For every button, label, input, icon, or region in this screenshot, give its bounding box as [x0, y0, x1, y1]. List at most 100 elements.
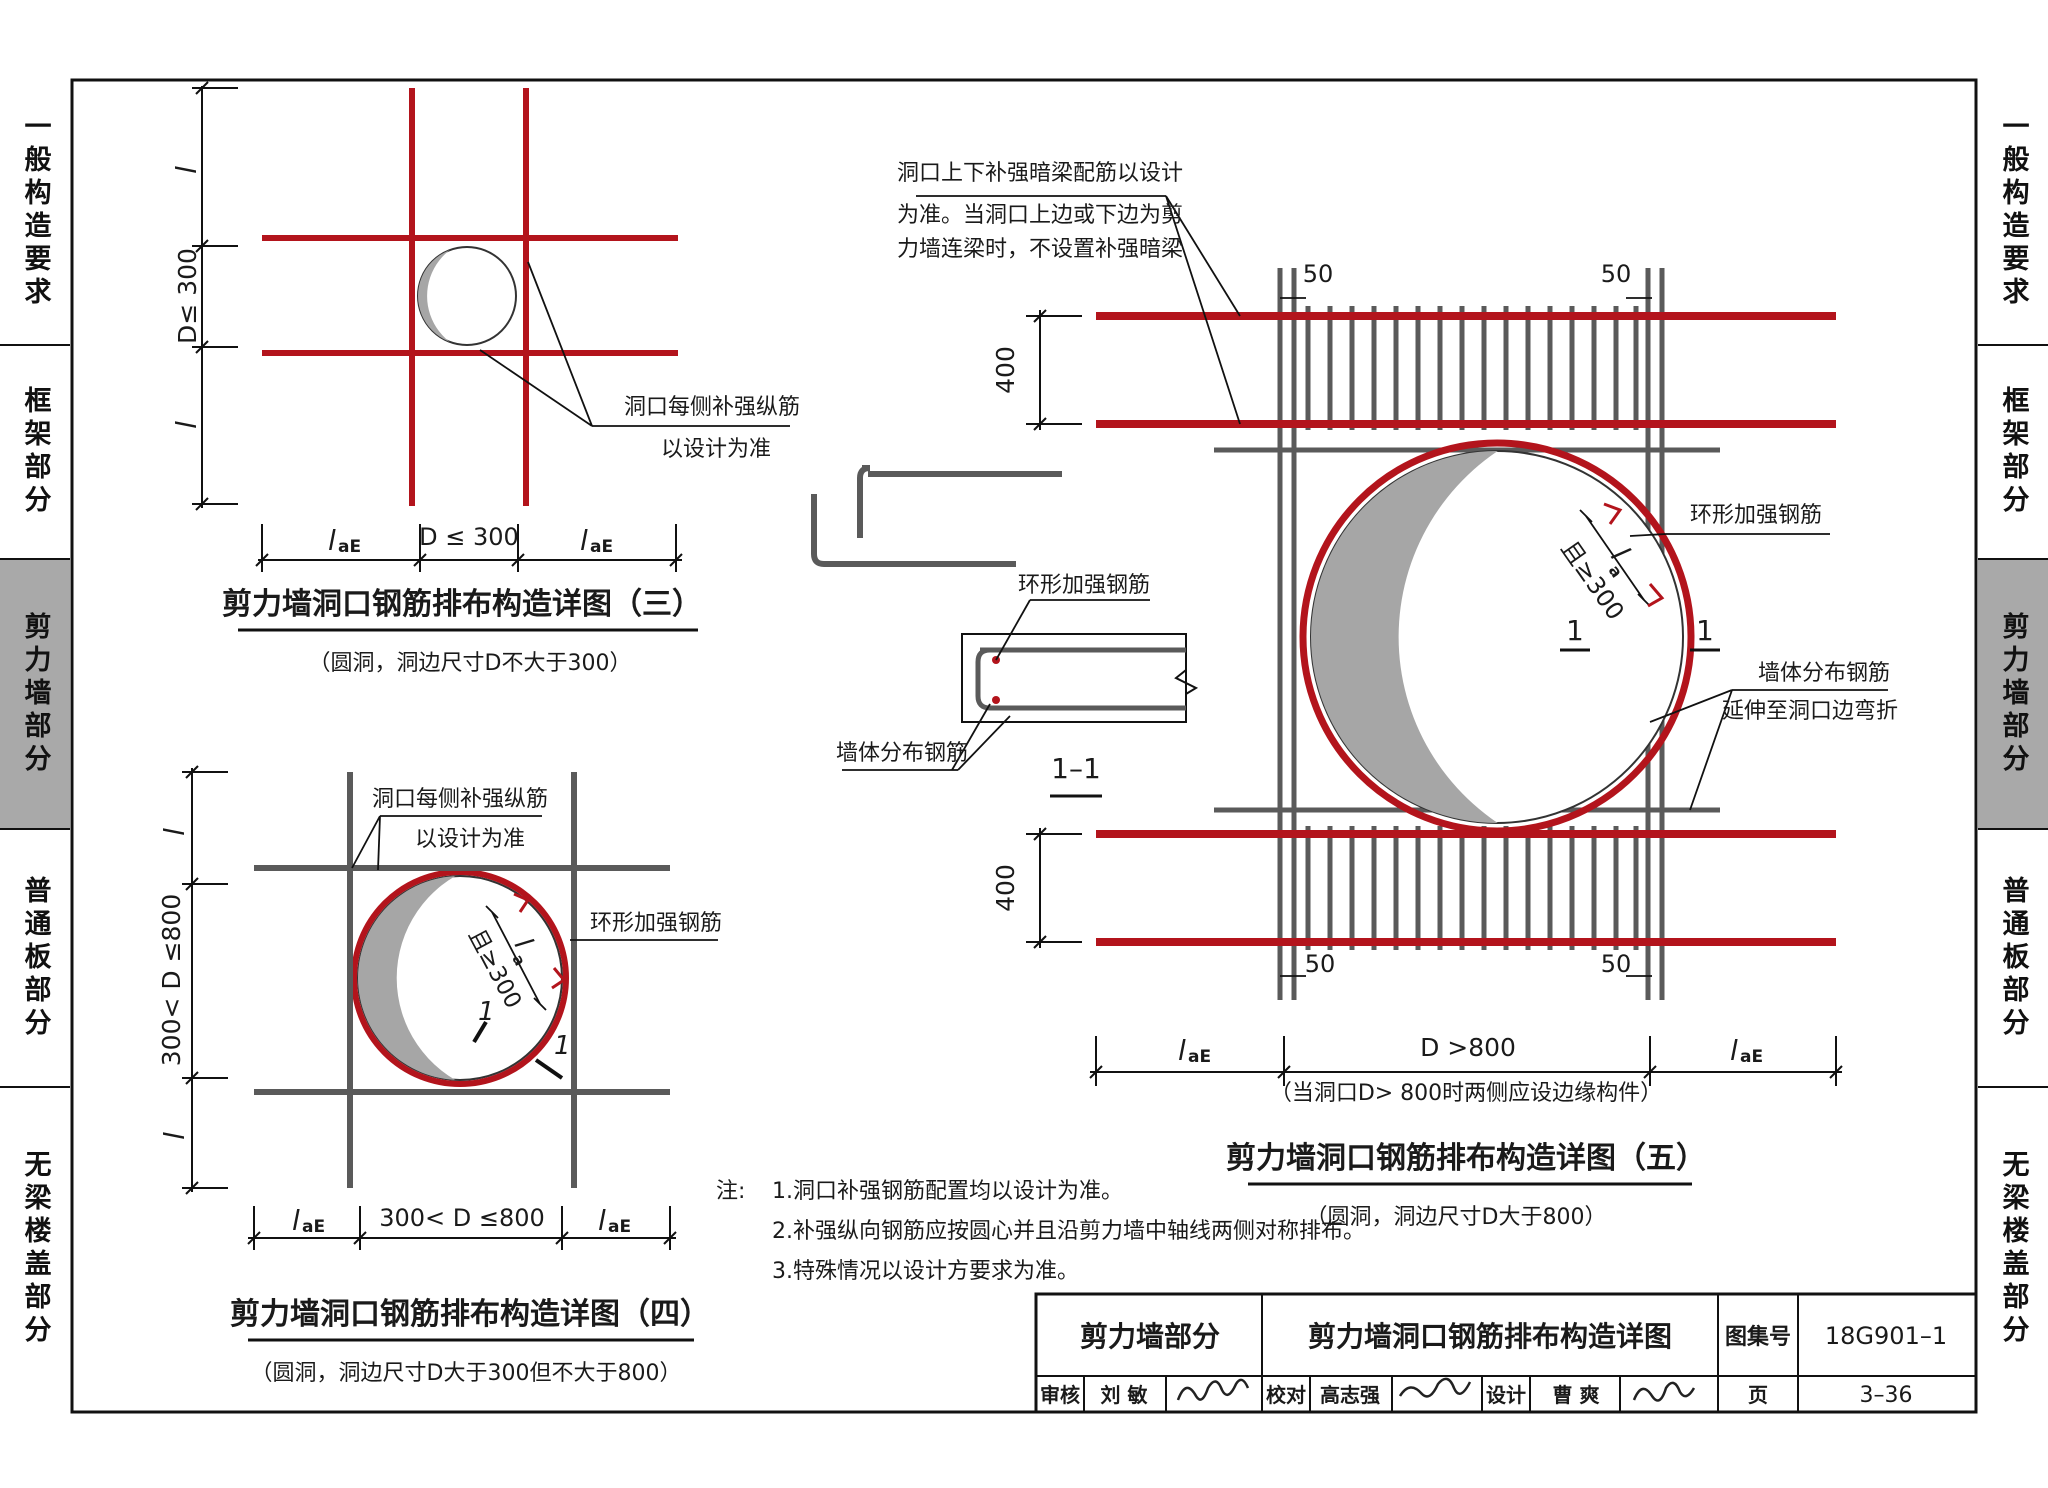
fig4-vert-la-top: l: [158, 828, 191, 836]
fig3-dim-la-right-sub: aE: [590, 537, 613, 557]
section-title: 1–1: [1051, 752, 1101, 785]
fig5-dim-la-left: l: [1178, 1034, 1186, 1067]
fig4-ring-marker-2: [551, 967, 567, 990]
fig5-ring-callout-leader: [1629, 533, 1830, 537]
fig5-dim-50-tr: 50: [1601, 260, 1632, 288]
fig5-stirrups-bottom: [1305, 826, 1639, 950]
tab-frame[interactable]: 框架部分: [19, 386, 51, 518]
fig4-la-dimension: [485, 905, 547, 1011]
fig5-section-mark-left: 1: [1566, 614, 1584, 647]
fig5-dim-d: D >800: [1420, 1033, 1516, 1062]
fig5-dim-400-bottom: 400: [991, 864, 1020, 912]
tb-check-label: 校对: [1266, 1383, 1306, 1407]
tb-reviewer: 刘 敏: [1101, 1383, 1149, 1407]
fig5-dim-50-tl: 50: [1303, 260, 1334, 288]
tb-section: 剪力墙部分: [1080, 1320, 1220, 1353]
fig4-title: 剪力墙洞口钢筋排布构造详图（四）: [230, 1297, 710, 1332]
tab-plain-slab-right[interactable]: 普通板部分: [1997, 875, 2029, 1041]
note-1: 1.洞口补强钢筋配置均以设计为准。: [772, 1179, 1123, 1204]
fig5-la-dimension: [1579, 509, 1651, 607]
fig3-callout-text-2: 以设计为准: [661, 437, 771, 462]
fig5-dim-50-br: 50: [1601, 950, 1632, 978]
tb-atlas-label: 图集号: [1725, 1324, 1791, 1350]
fig4-callout-leader: [351, 815, 718, 941]
tab-frame-right[interactable]: 框架部分: [1997, 386, 2029, 518]
title-block: 剪力墙部分 剪力墙洞口钢筋排布构造详图 图集号 18G901–1 审核 刘 敏 …: [1034, 1292, 1978, 1414]
fig5-dim-la-right: l: [1730, 1034, 1738, 1067]
sheet-frame: [70, 78, 1978, 1414]
tab-general-right[interactable]: 一般构造要求: [1997, 112, 2029, 310]
fig5-ring-marker-2: [1647, 583, 1665, 608]
fig5-top-callout-leader: [916, 195, 1241, 425]
fig5-top-callout-3: 力墙连梁时，不设置补强暗梁: [897, 237, 1183, 262]
tb-page-no: 3–36: [1860, 1383, 1913, 1408]
note-3: 3.特殊情况以设计方要求为准。: [772, 1259, 1079, 1284]
fig4-dim-la-right-sub: aE: [608, 1217, 631, 1237]
fig5-dim-la-right-sub: aE: [1740, 1047, 1763, 1067]
fig5-dim-400-top: 400: [991, 346, 1020, 394]
tab-plain-slab[interactable]: 普通板部分: [19, 875, 51, 1041]
tb-design-label: 设计: [1486, 1383, 1526, 1407]
fig3-horiz-dimension: [255, 524, 683, 572]
fig3-vert-d: D≤ 300: [173, 248, 202, 344]
fig4-dim-la-left-sub: aE: [302, 1217, 325, 1237]
fig5-wall-label-1: 墙体分布钢筋: [1758, 661, 1890, 686]
fig3-vert-dimension: [192, 81, 238, 511]
fig4-hole-shade: [358, 876, 472, 1080]
fig5-title: 剪力墙洞口钢筋排布构造详图（五）: [1226, 1141, 1706, 1176]
fig3-hole-shade: [418, 247, 470, 345]
fig5-subtitle: （圆洞，洞边尺寸D大于800）: [1306, 1205, 1607, 1230]
fig4-horiz-dimension: [247, 1206, 677, 1250]
tb-checker: 高志强: [1320, 1383, 1380, 1407]
fig5-horiz-dimension: [1089, 1036, 1843, 1086]
fig4-section-line-right: [534, 1058, 564, 1080]
fig3-subtitle: （圆洞，洞边尺寸D不大于300）: [309, 651, 632, 676]
section-wall-label: 墙体分布钢筋: [836, 741, 968, 766]
tab-general[interactable]: 一般构造要求: [19, 112, 51, 310]
figure-4: l a 且≥300 1 1 洞口每侧补强纵筋 以设计为准 环形加强钢筋: [157, 765, 722, 1386]
hook-bar: [857, 465, 871, 538]
tb-designer-signature: [1632, 1381, 1696, 1402]
fig5-dim-400: [1026, 309, 1082, 949]
fig5-wall-label-2: 延伸至洞口边弯折: [1722, 699, 1898, 724]
tb-designer: 曹 爽: [1553, 1383, 1600, 1407]
fig5-ring-marker-1: [1603, 502, 1623, 525]
tb-drawing-title: 剪力墙洞口钢筋排布构造详图: [1308, 1320, 1672, 1353]
figure-3: l D≤ 300 l l aE D ≤ 300 l aE 洞口每侧补强纵筋 以设…: [170, 81, 800, 676]
tb-atlas-no: 18G901–1: [1825, 1322, 1947, 1350]
fig4-section-mark-left: 1: [478, 997, 495, 1027]
tab-shear-wall[interactable]: 剪力墙部分: [0, 560, 70, 828]
section-rebar-u: [975, 647, 1186, 711]
fig3-dim-d: D ≤ 300: [419, 523, 519, 551]
fig4-dim-la-right: l: [598, 1204, 606, 1237]
fig4-vert-la-bottom: l: [158, 1132, 191, 1140]
fig5-top-callout-2: 为准。当洞口上边或下边为剪: [897, 203, 1183, 228]
fig5-dim-50-bl: 50: [1305, 950, 1336, 978]
fig5-hole-shade: [1311, 451, 1516, 823]
fig4-ring-marker-1: [513, 892, 531, 913]
fig4-section-mark-right: 1: [554, 1031, 571, 1061]
tb-review-label: 审核: [1040, 1383, 1080, 1407]
fig4-callout-text-1: 洞口每侧补强纵筋: [372, 787, 548, 812]
fig3-callout-leader: [479, 261, 790, 427]
tab-flat-slab-right[interactable]: 无梁楼盖部分: [1997, 1150, 2029, 1348]
tb-page-label: 页: [1748, 1383, 1768, 1407]
fig5-stirrups-top: [1305, 306, 1639, 430]
fig4-ring-label: 环形加强钢筋: [590, 911, 722, 936]
fig3-vert-la-bottom: l: [170, 421, 203, 429]
tb-checker-signature: [1398, 1377, 1472, 1398]
tab-flat-slab[interactable]: 无梁楼盖部分: [19, 1150, 51, 1348]
fig4-vert-dimension: [182, 765, 228, 1195]
fig4-dim-d: 300< D ≤800: [379, 1204, 545, 1232]
fig5-dim-la-left-sub: aE: [1188, 1047, 1211, 1067]
fig3-title: 剪力墙洞口钢筋排布构造详图（三）: [222, 587, 702, 622]
section-ring-label: 环形加强钢筋: [1018, 573, 1150, 598]
tab-shear-wall-right[interactable]: 剪力墙部分: [1978, 560, 2048, 828]
fig4-vert-d: 300< D ≤800: [157, 894, 186, 1066]
section-1-1: 环形加强钢筋 墙体分布钢筋 1–1: [811, 465, 1199, 798]
fig5-section-mark-right: 1: [1696, 614, 1714, 647]
notes: 注: 1.洞口补强钢筋配置均以设计为准。 2.补强纵向钢筋应按圆心并且沿剪力墙中…: [716, 1179, 1365, 1284]
fig5-top-callout-1: 洞口上下补强暗梁配筋以设计: [897, 161, 1183, 186]
fig5-ring-label: 环形加强钢筋: [1690, 503, 1822, 528]
